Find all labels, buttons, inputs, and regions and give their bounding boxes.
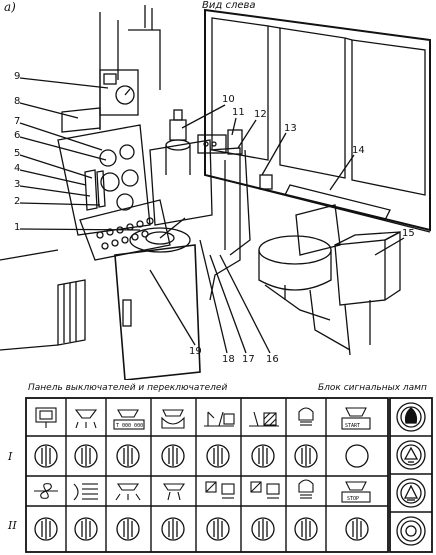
callout-6: 6	[14, 130, 21, 141]
switch-panel-title: Панель выключателей и переключателей	[28, 383, 228, 393]
switch-r2-c6[interactable]	[251, 517, 275, 541]
row-label-2: II	[8, 519, 17, 532]
switch-r2-c7[interactable]	[294, 517, 318, 541]
wiper-fan-icon	[204, 411, 235, 427]
hatched-box-icon	[249, 411, 279, 427]
counter-tag: T 000 000	[116, 423, 143, 429]
hatched-pair-icon-2	[250, 481, 280, 499]
switch-r1-c7[interactable]	[294, 444, 318, 468]
callout-17: 17	[242, 354, 255, 365]
signal-lamp-fire	[396, 402, 426, 432]
counter-icon	[113, 409, 145, 430]
bulb-icon	[298, 407, 314, 426]
row-label-1: I	[8, 450, 13, 463]
start-tag: START	[345, 423, 360, 429]
callout-10: 10	[222, 94, 235, 105]
switch-r2-c3[interactable]	[116, 517, 140, 541]
signal-lamp-drop	[396, 478, 426, 508]
callout-1: 1	[14, 222, 21, 233]
stop-tag: STOP	[347, 496, 359, 502]
switch-r1-c3[interactable]	[116, 444, 140, 468]
switch-r2-c1[interactable]	[34, 517, 58, 541]
monitor-icon	[35, 407, 57, 428]
signal-lamp-ring	[396, 516, 426, 546]
lamp-block-title: Блок сигнальных ламп	[318, 383, 427, 393]
ceiling-light-icon	[115, 483, 141, 501]
switch-r2-c2[interactable]	[74, 517, 98, 541]
switch-r1-c1[interactable]	[34, 444, 58, 468]
switch-r2-c4[interactable]	[161, 517, 185, 541]
callout-4: 4	[14, 163, 21, 174]
cab-drawing	[0, 5, 431, 380]
switch-r2-c5[interactable]	[206, 517, 230, 541]
callout-12: 12	[254, 109, 267, 120]
blower-icon	[73, 483, 98, 501]
callout-14: 14	[352, 145, 365, 156]
switch-r1-c4[interactable]	[161, 444, 185, 468]
callout-13: 13	[284, 123, 297, 134]
callout-15: 15	[402, 228, 415, 239]
callout-3: 3	[14, 179, 21, 190]
panel-letter: а)	[4, 0, 16, 14]
start-button[interactable]	[345, 444, 369, 468]
stop-icon	[341, 481, 371, 503]
switch-r1-c6[interactable]	[251, 444, 275, 468]
callout-7: 7	[14, 116, 21, 127]
callout-19: 19	[189, 346, 202, 357]
signal-lamp-hand	[396, 440, 426, 470]
bulb-icon-2	[298, 479, 314, 499]
callout-8: 8	[14, 96, 21, 107]
heater-icon	[161, 409, 185, 429]
switch-r1-c2[interactable]	[74, 444, 98, 468]
lamp-icon	[74, 409, 98, 429]
fan-icon	[34, 483, 58, 499]
switch-r1-c5[interactable]	[206, 444, 230, 468]
callout-18: 18	[222, 354, 235, 365]
callout-5: 5	[14, 148, 21, 159]
spotlight-icon	[162, 483, 186, 501]
start-icon	[341, 407, 371, 430]
callout-9: 9	[14, 71, 21, 82]
callout-11: 11	[232, 107, 245, 118]
stop-button[interactable]	[345, 517, 369, 541]
hatched-pair-icon	[205, 481, 235, 499]
callout-2: 2	[14, 196, 21, 207]
callout-16: 16	[266, 354, 279, 365]
view-label: Вид слева	[202, 0, 256, 11]
